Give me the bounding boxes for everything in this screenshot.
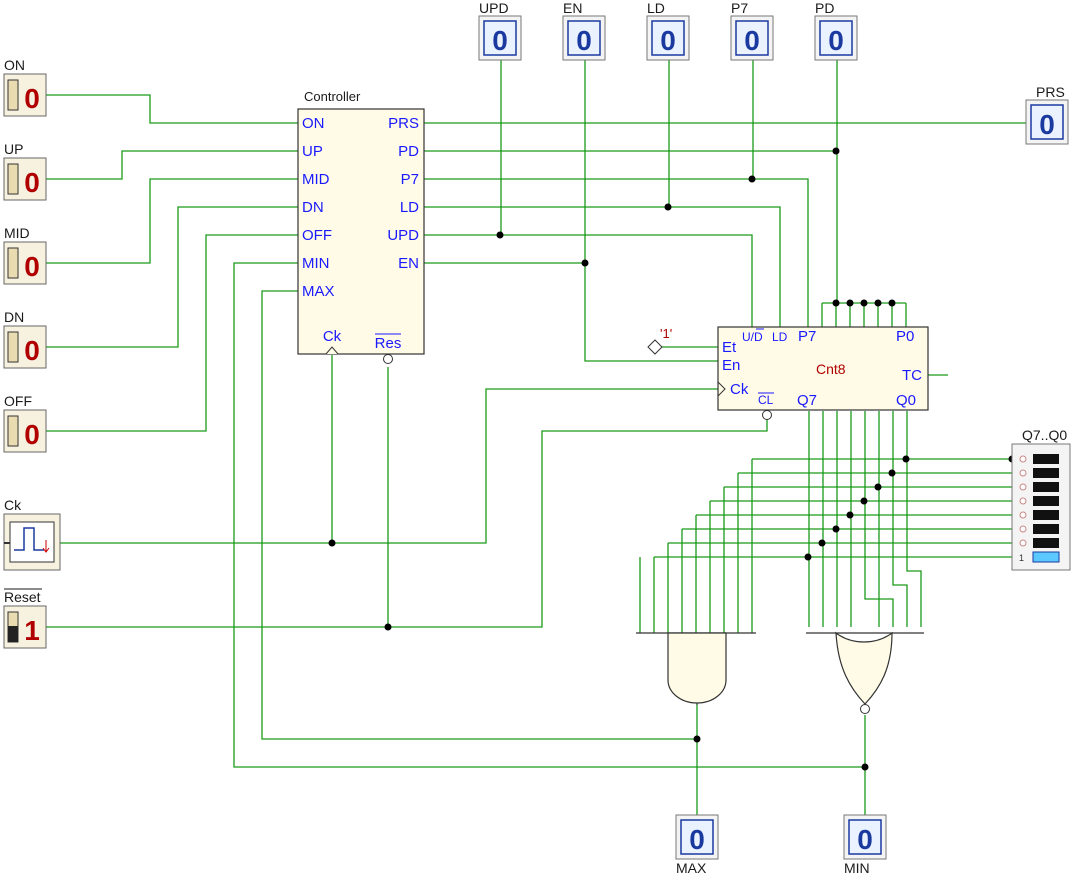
probe-label-ld: LD [647, 0, 665, 16]
cnt-ld: LD [772, 330, 788, 344]
ctrl-in-up: UP [302, 143, 323, 160]
reset-value: 1 [24, 615, 40, 646]
probe-min[interactable]: 0 MIN [843, 814, 887, 876]
bus-display-bit-label: 1 [1019, 553, 1024, 563]
edge-arrow-icon [42, 540, 50, 553]
ctrl-out-ld: LD [400, 199, 419, 216]
reset-label: Reset [4, 589, 41, 605]
probe-label-upd: UPD [479, 0, 509, 16]
probe-ld[interactable]: LD 0 [646, 0, 690, 61]
switch-value-mid: 0 [24, 251, 40, 282]
probe-p7[interactable]: P7 0 [730, 0, 774, 61]
cnt-cl: CL [758, 393, 774, 407]
probe-max[interactable]: 0 MAX [675, 814, 719, 876]
ctrl-out-pd: PD [398, 143, 419, 160]
toggle-lever-icon [7, 79, 19, 111]
bus-display-bits [1019, 454, 1060, 563]
switch-label-mid: MID [4, 225, 30, 241]
ctrl-in-off: OFF [302, 227, 332, 244]
bus-display[interactable]: Q7..Q0 1 [1011, 427, 1071, 571]
probe-label-min: MIN [844, 860, 870, 876]
cnt-clock-triangle [717, 381, 726, 397]
reset-switch[interactable]: Reset 1 [3, 588, 47, 649]
switch-label-on: ON [4, 57, 25, 73]
ctrl-out-p7: P7 [401, 171, 419, 188]
probe-pd[interactable]: PD 0 [814, 0, 858, 61]
input-switch-mid[interactable]: MID 0 [3, 225, 47, 285]
ctrl-in-mid: MID [302, 171, 330, 188]
ctrl-in-dn: DN [302, 199, 324, 216]
wires [46, 60, 1026, 815]
constant-one: '1' [647, 326, 672, 355]
probe-label-en: EN [563, 0, 582, 16]
toggle-lever-icon [7, 331, 19, 363]
ctrl-clock-triangle [325, 346, 339, 355]
input-switch-up[interactable]: UP 0 [3, 141, 47, 201]
cnt-title: Cnt8 [816, 361, 846, 377]
probe-upd[interactable]: UPD 0 [478, 0, 522, 61]
probe-value-min: 0 [857, 824, 873, 855]
nor-bubble [860, 704, 870, 714]
switch-value-on: 0 [24, 83, 40, 114]
probe-value-en: 0 [576, 25, 592, 56]
toggle-lever-down-icon [8, 626, 18, 642]
probe-prs[interactable]: PRS 0 [1025, 84, 1069, 145]
cnt-p0: P0 [896, 328, 914, 345]
probe-value-upd: 0 [492, 25, 508, 56]
constant-label: '1' [660, 326, 672, 341]
probe-label-prs: PRS [1036, 84, 1065, 100]
square-wave-icon [14, 527, 44, 551]
switch-label-up: UP [4, 141, 23, 157]
and-gate[interactable] [667, 632, 727, 705]
ctrl-clock-label: Ck [323, 328, 342, 345]
switch-value-off: 0 [24, 419, 40, 450]
ctrl-out-upd: UPD [387, 227, 419, 244]
toggle-lever-icon [7, 247, 19, 279]
counter-block[interactable]: Et En Ck U/D LD P7 P0 Cnt8 TC CL Q7 Q0 [717, 326, 929, 420]
cnt-en: En [722, 357, 740, 374]
clock-label: Ck [4, 497, 22, 513]
input-switch-dn[interactable]: DN 0 [3, 309, 47, 369]
input-switch-on[interactable]: ON 0 [3, 57, 47, 117]
controller-block[interactable]: Controller ON UP MID DN OFF MIN MAX PRS … [297, 89, 425, 364]
constant-diamond-icon [647, 339, 663, 355]
ctrl-reset-bubble [383, 354, 393, 364]
probe-value-max: 0 [689, 824, 705, 855]
cnt-ck: Ck [730, 381, 749, 398]
ctrl-in-max: MAX [302, 283, 335, 300]
ctrl-out-en: EN [398, 255, 419, 272]
ctrl-in-min: MIN [302, 255, 330, 272]
ctrl-reset-label: Res [375, 335, 402, 352]
toggle-lever-icon [7, 415, 19, 447]
nor-gate[interactable] [835, 631, 893, 714]
cnt-clear-bubble [762, 410, 772, 420]
cnt-ud: U/D [742, 330, 763, 344]
cnt-p7: P7 [798, 328, 816, 345]
probe-label-p7: P7 [731, 0, 748, 16]
cnt-tc: TC [902, 367, 922, 384]
clock-generator[interactable]: Ck [3, 497, 61, 571]
switch-value-dn: 0 [24, 335, 40, 366]
ctrl-out-prs: PRS [388, 115, 419, 132]
ctrl-in-on: ON [302, 115, 325, 132]
junctions [328, 147, 1016, 771]
probe-label-pd: PD [815, 0, 834, 16]
controller-title: Controller [304, 89, 361, 104]
probe-label-max: MAX [676, 860, 707, 876]
switch-label-dn: DN [4, 309, 24, 325]
bus-display-label: Q7..Q0 [1022, 427, 1067, 443]
probe-value-prs: 0 [1039, 109, 1055, 140]
cnt-q7: Q7 [797, 392, 817, 409]
toggle-lever-icon [7, 163, 19, 195]
probe-en[interactable]: EN 0 [562, 0, 606, 61]
cnt-et: Et [722, 339, 737, 356]
cnt-q0: Q0 [896, 392, 916, 409]
probe-value-p7: 0 [744, 25, 760, 56]
switch-label-off: OFF [4, 393, 32, 409]
probe-value-ld: 0 [660, 25, 676, 56]
input-switch-off[interactable]: OFF 0 [3, 393, 47, 453]
switch-value-up: 0 [24, 167, 40, 198]
probe-value-pd: 0 [828, 25, 844, 56]
